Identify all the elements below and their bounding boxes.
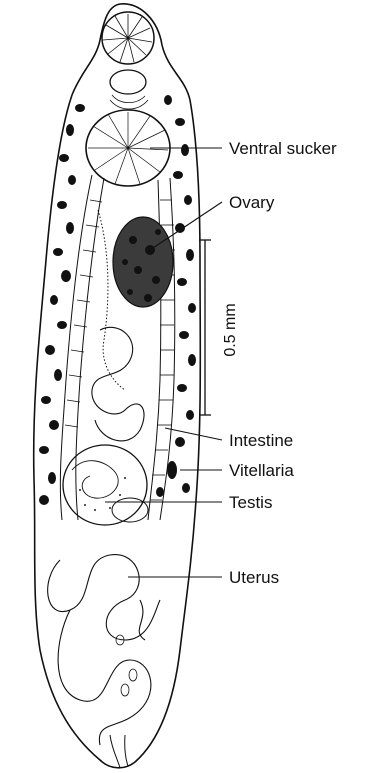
label-uterus: Uterus [229, 568, 279, 587]
scale-bar-label: 0.5 mm [222, 303, 239, 356]
posterior-tip [110, 735, 128, 768]
leader-intestine [165, 428, 222, 440]
ovary [113, 217, 173, 307]
prepharynx-lines [110, 95, 148, 109]
label-ovary: Ovary [229, 193, 275, 212]
eggs [116, 635, 137, 696]
label-intestine: Intestine [229, 431, 293, 450]
label-ventral-sucker: Ventral sucker [229, 139, 337, 158]
label-testis: Testis [229, 493, 272, 512]
oral-sucker [102, 12, 154, 64]
pharynx [110, 70, 146, 94]
label-vitellaria: Vitellaria [229, 461, 294, 480]
